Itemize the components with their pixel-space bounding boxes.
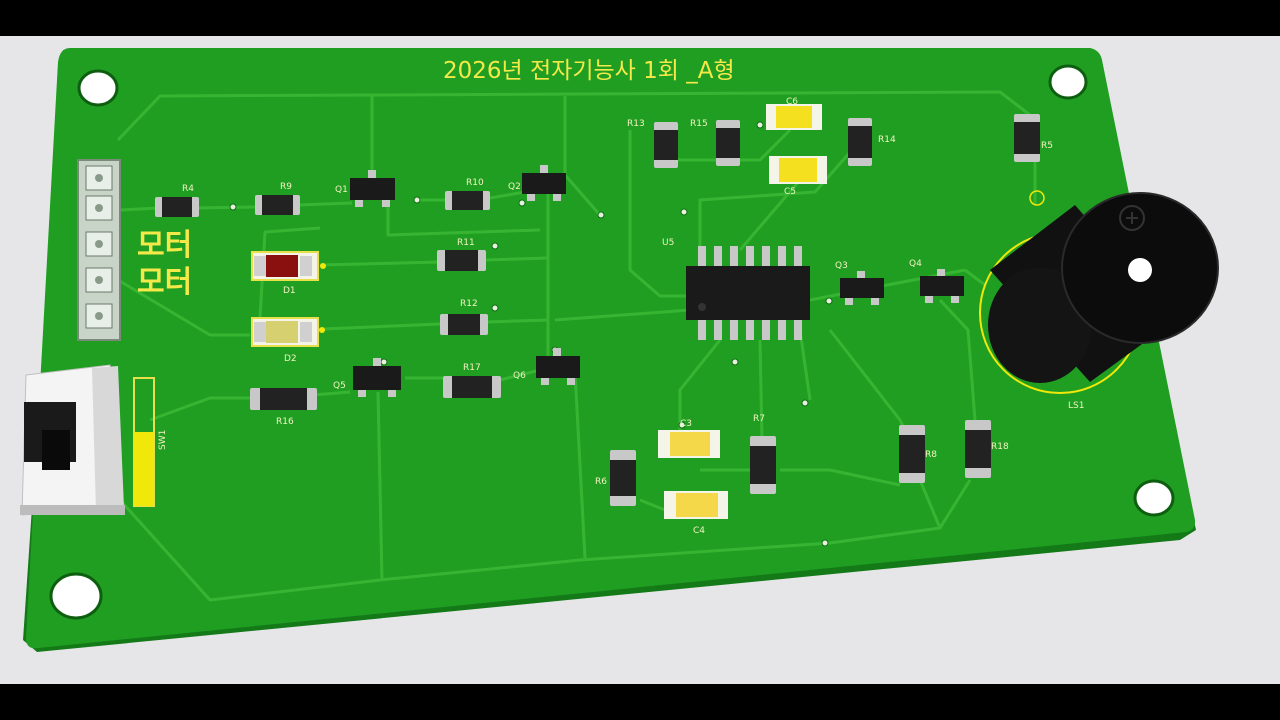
label-r18: R18 xyxy=(991,442,1009,452)
label-r10: R10 xyxy=(466,178,484,188)
resistor-r4 xyxy=(155,197,199,217)
led-d2 xyxy=(251,317,325,347)
label-r9: R9 xyxy=(280,182,292,192)
resistor-r5 xyxy=(1014,114,1040,162)
label-q6: Q6 xyxy=(513,371,526,381)
label-u5: U5 xyxy=(662,238,674,248)
capacitor-c4 xyxy=(664,491,728,519)
header-connector xyxy=(77,159,121,341)
label-r8: R8 xyxy=(925,450,937,460)
polarity-plus-mark xyxy=(1029,190,1045,206)
label-d1: D1 xyxy=(283,286,296,296)
label-q5: Q5 xyxy=(333,381,346,391)
label-r11: R11 xyxy=(457,238,475,248)
resistor-r14 xyxy=(848,118,872,166)
letterbox-bottom xyxy=(0,684,1280,720)
resistor-r13 xyxy=(654,122,678,168)
label-r16: R16 xyxy=(276,417,294,427)
label-r7: R7 xyxy=(753,414,765,424)
resistor-r9 xyxy=(255,195,300,215)
label-q3: Q3 xyxy=(835,261,848,271)
resistor-r16 xyxy=(250,388,317,410)
label-r13: R13 xyxy=(627,119,645,129)
label-r15: R15 xyxy=(690,119,708,129)
resistor-r10 xyxy=(445,191,490,210)
resistor-r8 xyxy=(899,425,925,483)
transistor-q5 xyxy=(353,358,401,397)
transistor-q4 xyxy=(920,269,964,303)
label-r17: R17 xyxy=(463,363,481,373)
transistor-q2 xyxy=(522,165,566,201)
label-ls1: LS1 xyxy=(1068,401,1084,411)
label-c6: C6 xyxy=(786,97,798,107)
label-d2: D2 xyxy=(284,354,297,364)
motor-label-1: 모터 xyxy=(137,228,192,263)
resistor-r11 xyxy=(437,250,486,271)
transistor-q6 xyxy=(536,348,580,385)
vias xyxy=(229,121,833,547)
motor-label-2: 모터 xyxy=(137,265,192,300)
label-r6: R6 xyxy=(595,477,607,487)
capacitor-c5 xyxy=(769,156,827,184)
label-c3: C3 xyxy=(680,419,692,429)
transistor-q3 xyxy=(840,271,884,305)
resistor-r18 xyxy=(965,420,991,478)
capacitor-c3 xyxy=(658,430,720,458)
resistor-r15 xyxy=(716,120,740,166)
label-c4: C4 xyxy=(693,526,705,536)
label-r14: R14 xyxy=(878,135,896,145)
slide-switch xyxy=(20,364,155,516)
pcb-board xyxy=(26,48,1196,649)
buzzer-ls1 xyxy=(979,192,1219,394)
label-q1: Q1 xyxy=(335,185,348,195)
ic-u5 xyxy=(686,246,810,340)
transistor-q1 xyxy=(350,170,395,207)
capacitor-c6 xyxy=(766,104,822,130)
board-title: 2026년 전자기능사 1회 _A형 xyxy=(443,58,735,84)
mounting-holes xyxy=(49,64,1175,620)
letterbox-top xyxy=(0,0,1280,36)
label-r4: R4 xyxy=(182,184,194,194)
resistor-r17 xyxy=(443,376,501,398)
resistor-r12 xyxy=(440,314,488,335)
resistor-r7 xyxy=(750,436,776,494)
label-r5: R5 xyxy=(1041,141,1053,151)
label-q4: Q4 xyxy=(909,259,922,269)
label-q2: Q2 xyxy=(508,182,521,192)
led-d1 xyxy=(251,251,326,281)
label-r12: R12 xyxy=(460,299,478,309)
label-c5: C5 xyxy=(784,187,796,197)
resistor-r6 xyxy=(610,450,636,506)
label-sw1: SW1 xyxy=(158,430,168,450)
